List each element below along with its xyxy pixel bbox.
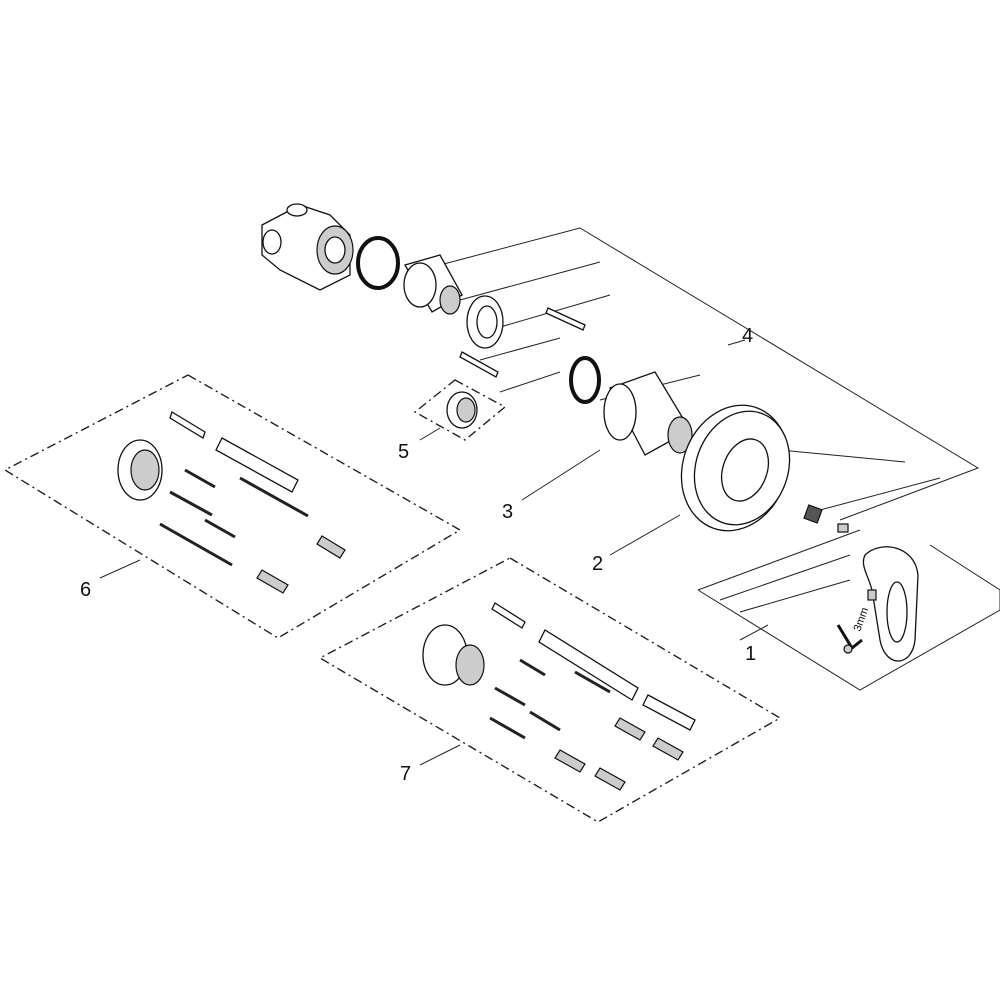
leader-lines xyxy=(99,427,681,766)
plug xyxy=(843,644,853,654)
kit-5-outline xyxy=(413,379,507,441)
lever-handle xyxy=(862,546,919,662)
kit-6-outline xyxy=(3,374,462,639)
sleeve xyxy=(603,371,693,456)
callout-6: 6 xyxy=(80,579,91,601)
adapter xyxy=(803,504,823,524)
plug-screw xyxy=(867,589,877,601)
callout-2: 2 xyxy=(592,553,603,575)
callout-1: 1 xyxy=(745,643,756,665)
callout-3: 3 xyxy=(502,501,513,523)
escutcheon-plate xyxy=(680,404,791,532)
set-screw xyxy=(837,523,849,533)
assembly-frame-1 xyxy=(697,529,1000,691)
kit-6-parts xyxy=(117,411,346,594)
callout-5: 5 xyxy=(398,441,409,463)
hex-key-size-label: 3mm xyxy=(852,606,872,633)
mounting-screws xyxy=(459,307,586,378)
valve-body xyxy=(261,203,354,291)
callout-7: 7 xyxy=(400,763,411,785)
o-ring-small xyxy=(569,356,601,404)
kit-7-parts xyxy=(422,602,696,791)
kit-5-part xyxy=(446,391,478,429)
callout-4: 4 xyxy=(742,325,753,347)
kit-7-outline xyxy=(318,557,782,823)
flange-ring xyxy=(466,295,504,349)
cartridge xyxy=(403,254,463,315)
o-ring-large xyxy=(356,236,400,290)
